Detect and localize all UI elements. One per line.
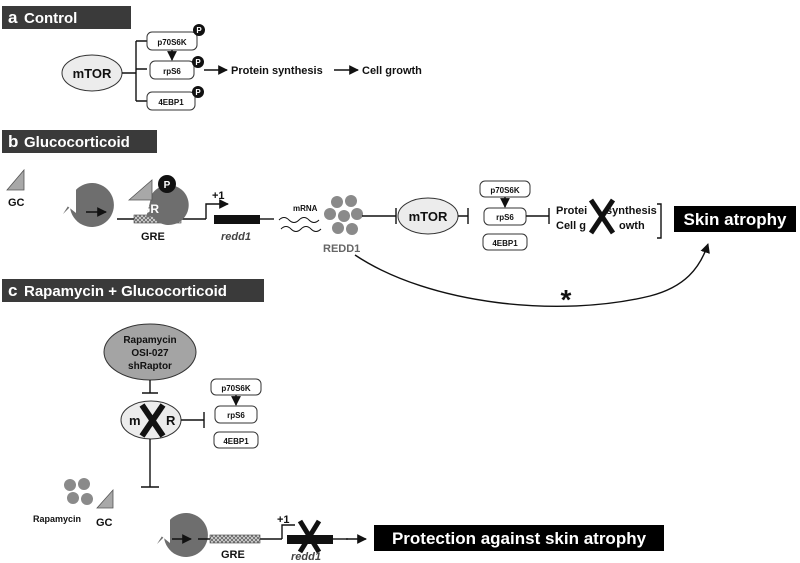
inhibitor-2: OSI-027	[131, 348, 169, 359]
svg-text:c: c	[8, 281, 17, 300]
rps6-inhibits-synthesis-b	[526, 208, 550, 224]
svg-text:Rapamycin + Glucocorticoid: Rapamycin + Glucocorticoid	[24, 283, 227, 300]
svg-text:P: P	[164, 180, 171, 191]
mrna-wave-2	[280, 226, 322, 232]
gr-receptor-c: GR	[137, 513, 208, 558]
svg-text:Protection against skin atroph: Protection against skin atrophy	[392, 529, 647, 548]
svg-text:b: b	[8, 132, 18, 151]
svg-text:4EBP1: 4EBP1	[492, 239, 518, 248]
mtor-label-a: mTOR	[73, 66, 112, 81]
rapamycin-label-c: Rapamycin	[33, 514, 81, 524]
inhibitor-blocks-mtor	[142, 380, 158, 394]
protein-synthesis-b-left: Protei	[556, 205, 587, 217]
bracket-b	[657, 203, 662, 239]
gr-gc-complex-b: GR P	[127, 175, 189, 225]
panel-b-header: b Glucocorticoid	[2, 130, 157, 153]
tss-arrow-b	[205, 199, 229, 219]
inhibitor-1: Rapamycin	[123, 335, 176, 346]
redd1-protein-dots	[324, 195, 363, 235]
svg-text:4EBP1: 4EBP1	[223, 437, 249, 446]
panel-c-header: c Rapamycin + Glucocorticoid	[2, 279, 264, 302]
mtor-branch-a	[122, 40, 147, 102]
svg-text:rpS6: rpS6	[163, 67, 181, 76]
cell-growth-b-left: Cell g	[556, 220, 586, 232]
gc-label-b: GC	[8, 197, 25, 209]
p70s6k-box-b: p70S6K	[479, 180, 531, 198]
mtor-node-b: mTOR	[397, 197, 459, 235]
protein-synthesis-b-right: synthesis	[606, 205, 657, 217]
gc-label-c: GC	[96, 517, 113, 529]
redd1-gene-b	[214, 215, 260, 224]
gc-triangle-c	[96, 488, 114, 509]
svg-text:p70S6K: p70S6K	[157, 38, 187, 47]
block-cross-c	[297, 519, 322, 554]
svg-text:P: P	[195, 58, 201, 67]
mrna-label: mRNA	[293, 204, 318, 213]
svg-text:R: R	[166, 413, 176, 428]
block-cross-b	[588, 198, 616, 235]
gre-label-b: GRE	[141, 231, 165, 243]
svg-text:mTOR: mTOR	[409, 209, 448, 224]
svg-text:m: m	[129, 413, 141, 428]
plus-one-b: +1	[212, 190, 225, 202]
skin-atrophy-box: Skin atrophy	[674, 206, 796, 232]
svg-text:Skin atrophy: Skin atrophy	[684, 210, 788, 229]
svg-text:P: P	[196, 26, 202, 35]
svg-text:rpS6: rpS6	[496, 213, 514, 222]
phospho-badge-a3: P	[192, 86, 204, 98]
redd1-gene-label-b: redd1	[221, 231, 251, 243]
svg-text:GR: GR	[141, 202, 159, 216]
panel-a-letter: a	[8, 8, 18, 27]
asterisk-label: *	[561, 284, 572, 315]
4ebp1-box-a: 4EBP1	[146, 91, 196, 111]
cell-growth-a: Cell growth	[362, 65, 422, 77]
gr-receptor-b: GR	[43, 183, 114, 228]
rps6-box-a: rpS6	[149, 60, 195, 80]
panel-a-title: Control	[24, 10, 77, 27]
svg-text:P: P	[195, 88, 201, 97]
redd1-label-b: REDD1	[323, 243, 360, 255]
cell-growth-b-right: owth	[619, 220, 645, 232]
gre-label-c: GRE	[221, 549, 245, 561]
mtor-blocks-gr-c	[141, 439, 159, 488]
p70s6k-box-a: p70S6K	[146, 31, 198, 51]
rps6-box-c: rpS6	[214, 405, 258, 424]
p70s6k-box-c: p70S6K	[210, 378, 262, 396]
panel-a-header: a Control	[2, 6, 131, 29]
inhibitor-3: shRaptor	[128, 361, 172, 372]
protein-synthesis-a: Protein synthesis	[231, 65, 323, 77]
gre-element-c	[209, 534, 261, 544]
protection-box: Protection against skin atrophy	[374, 525, 664, 551]
svg-text:GR: GR	[43, 214, 61, 228]
gc-triangle-b	[6, 168, 25, 191]
inhibitor-ellipse-c: Rapamycin OSI-027 shRaptor	[103, 323, 197, 381]
svg-text:p70S6K: p70S6K	[490, 186, 520, 195]
rps6-box-b: rpS6	[483, 207, 527, 226]
4ebp1-box-b: 4EBP1	[482, 233, 528, 251]
svg-text:p70S6K: p70S6K	[221, 384, 251, 393]
mtor-node-a: mTOR	[61, 54, 123, 92]
plus-one-c: +1	[277, 514, 290, 526]
rapamycin-dots-c	[64, 478, 93, 505]
tss-mark-c	[281, 524, 295, 539]
phospho-badge-a2: P	[192, 56, 204, 68]
mtor-inhibits-targets-c	[181, 412, 205, 428]
phospho-badge-a1: P	[193, 24, 205, 36]
redd1-gene-label-c: redd1	[291, 551, 321, 563]
svg-text:rpS6: rpS6	[227, 411, 245, 420]
mrna-wave-1	[278, 217, 320, 223]
svg-text:4EBP1: 4EBP1	[158, 98, 184, 107]
4ebp1-box-c: 4EBP1	[213, 431, 259, 449]
redd1-inhibits-mtor	[362, 208, 397, 224]
svg-text:Glucocorticoid: Glucocorticoid	[24, 134, 130, 151]
mtor-inhibits-targets-b	[458, 208, 469, 224]
svg-text:GR: GR	[137, 535, 155, 549]
redd1-to-atrophy-curve	[354, 243, 710, 307]
mtor-node-c: m R	[120, 400, 182, 440]
